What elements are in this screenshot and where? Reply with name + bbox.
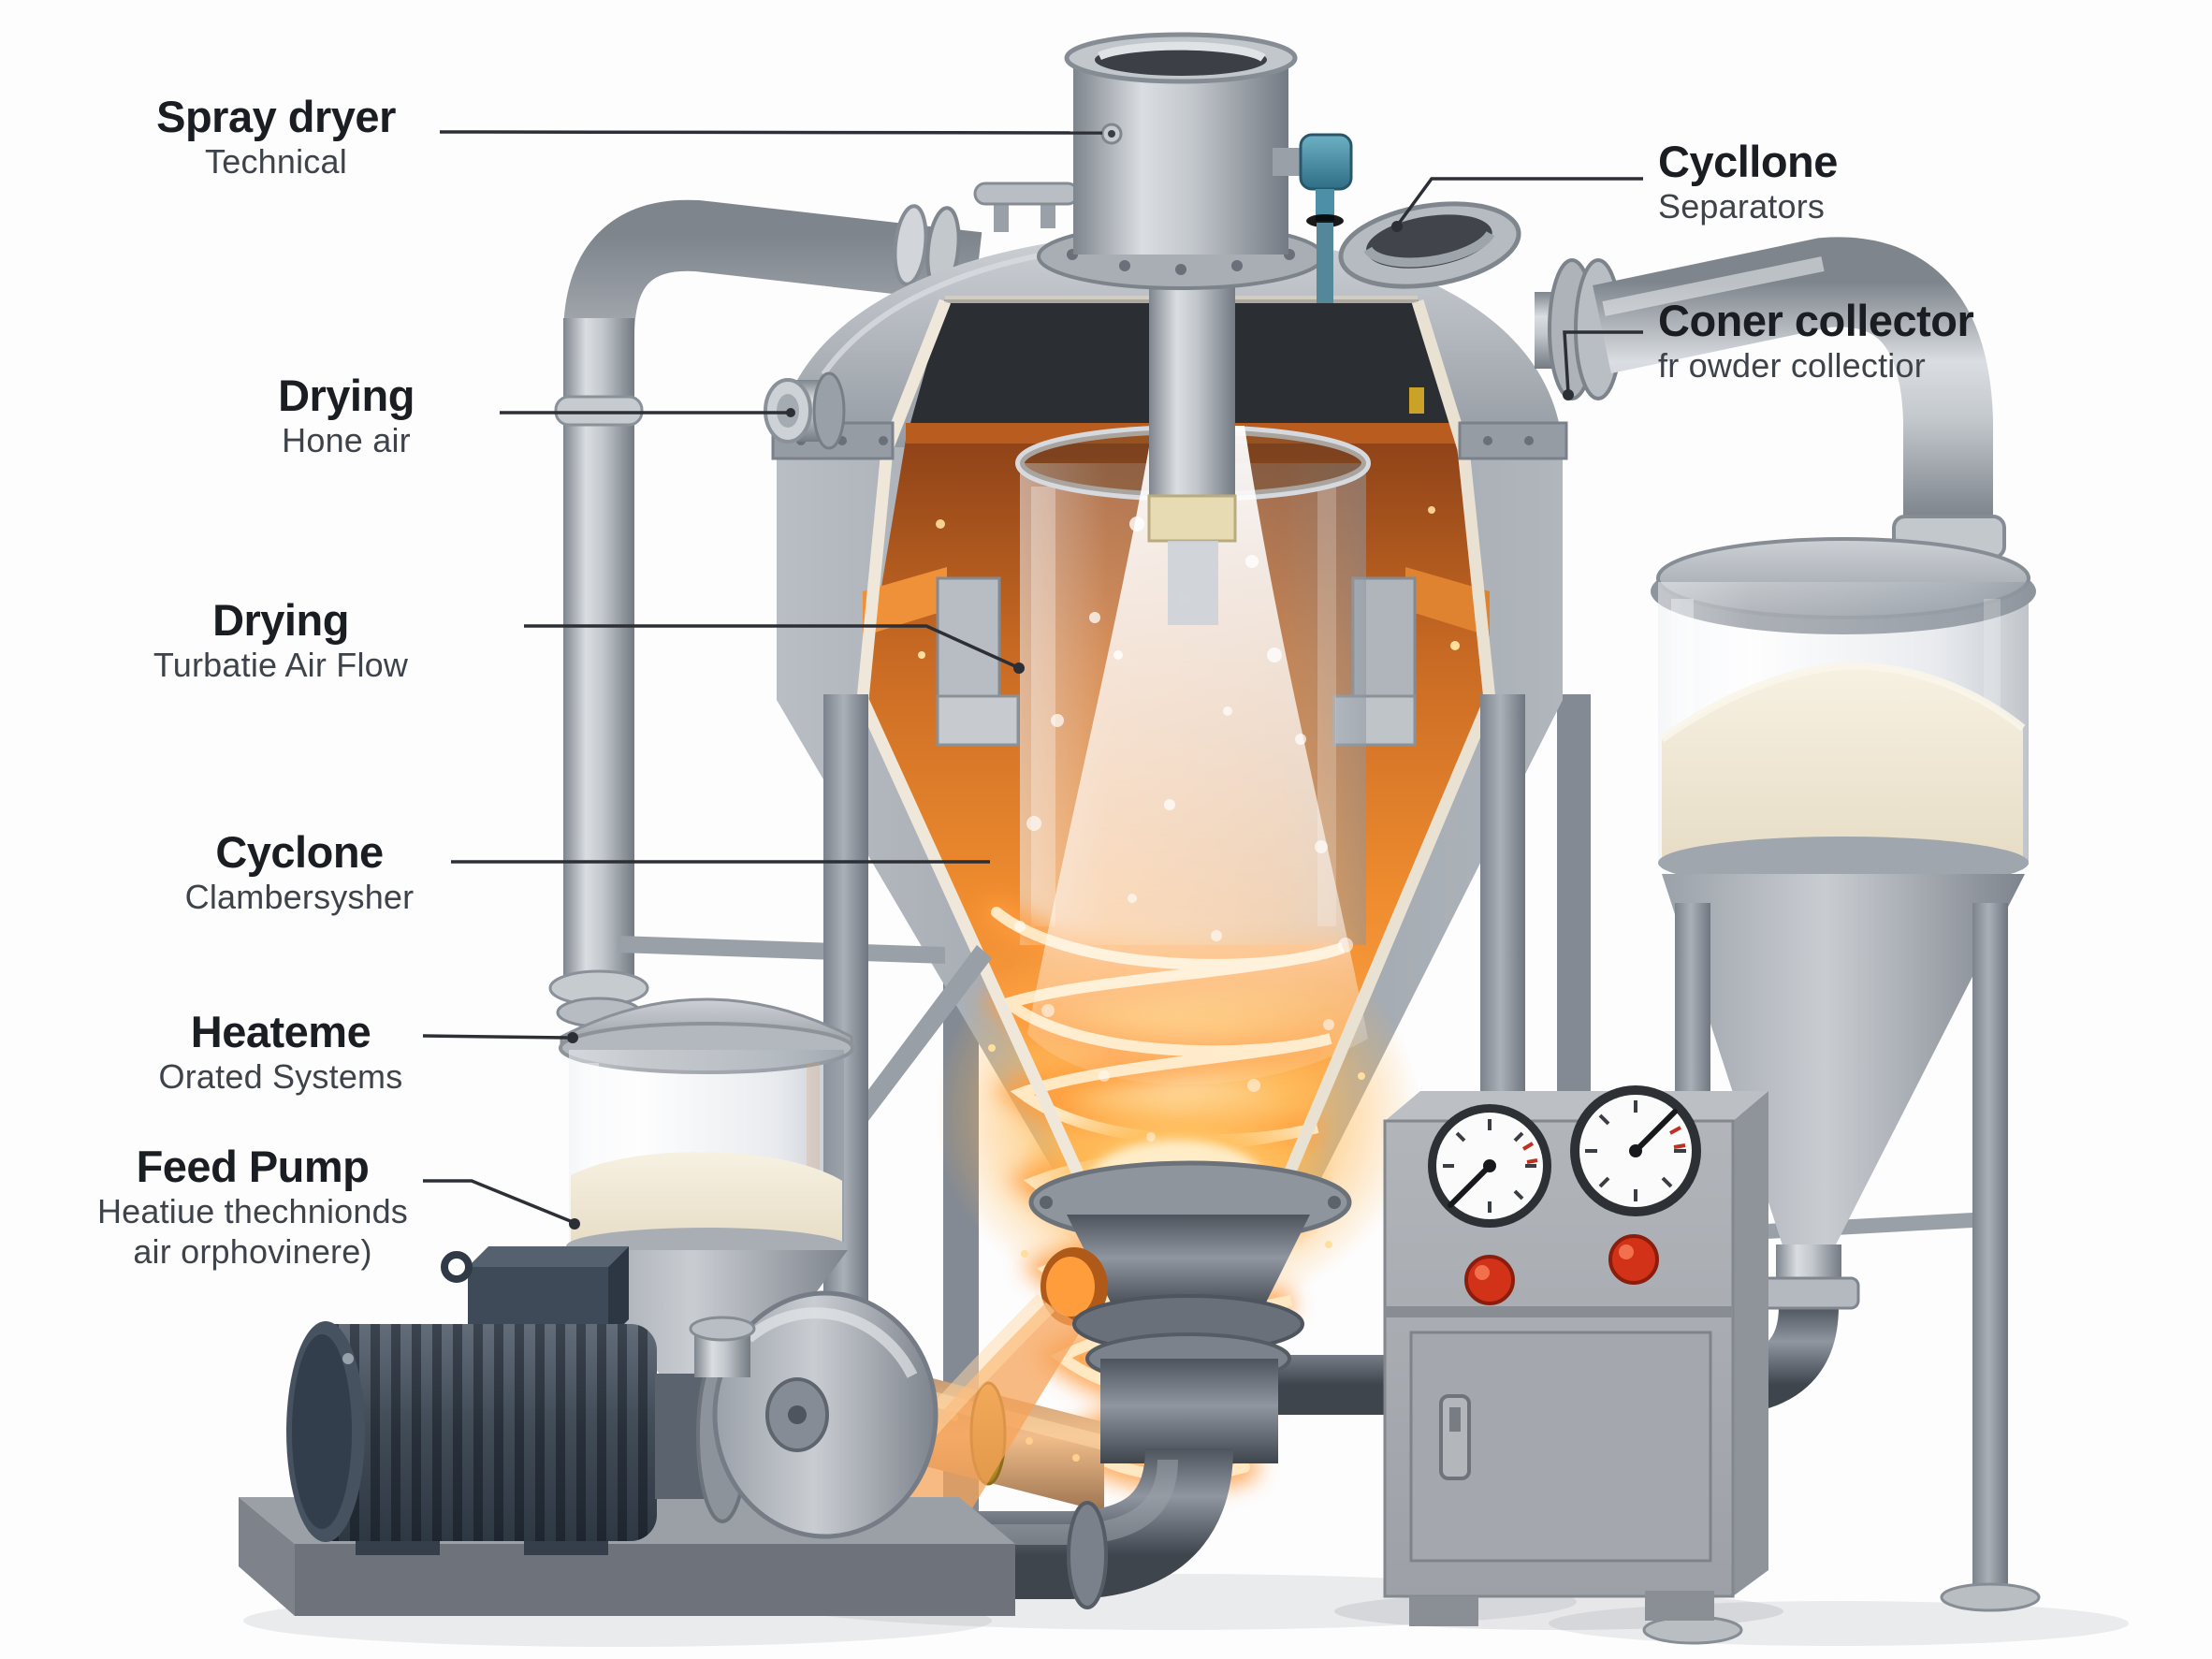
leader-dots — [567, 221, 1574, 1230]
pressure-gauge-right — [1570, 1085, 1701, 1216]
control-panel — [1383, 1085, 1768, 1626]
label-title: Coner collector — [1658, 296, 1974, 345]
label-subtitle: Technical — [205, 141, 347, 181]
feed-pump — [239, 1246, 1015, 1616]
label-subtitle: Orated Systems — [158, 1056, 403, 1096]
label-drying-flow: Drying Turbatie Air Flow — [103, 595, 458, 685]
indicator-light-right — [1608, 1234, 1659, 1285]
label-heater: Heateme Orated Systems — [103, 1007, 458, 1097]
dome-handle — [973, 182, 1080, 232]
label-subtitle-line2: air orphovinere) — [133, 1231, 372, 1271]
label-spray-dryer: Spray dryer Technical — [122, 92, 430, 182]
atomizer-shaft — [1149, 255, 1235, 535]
indicator-highlight — [1475, 1265, 1490, 1280]
label-title: Cyclone — [215, 827, 384, 877]
label-subtitle: fr owder collectior — [1658, 345, 1926, 385]
label-feed-pump: Feed Pump Heatiue thechnionds air orphov… — [75, 1142, 430, 1272]
label-title: Spray dryer — [156, 92, 396, 141]
pressure-gauge-left — [1428, 1104, 1551, 1228]
spray-plume — [1014, 426, 1368, 1361]
label-cyclone-separator: Cycllone Separators — [1658, 138, 2107, 226]
label-title: Drying — [212, 595, 349, 645]
label-subtitle: Heatiue thechnionds — [96, 1191, 409, 1230]
label-title: Feed Pump — [136, 1142, 370, 1191]
label-subtitle: Turbatie Air Flow — [153, 645, 409, 684]
label-drying-air: Drying Hone air — [192, 371, 501, 460]
indicator-light-left — [1464, 1255, 1515, 1305]
label-cyclone: Cyclone Clambersysher — [122, 827, 477, 917]
label-subtitle: Clambersysher — [184, 877, 415, 916]
dome-port — [1338, 201, 1521, 289]
leader-lines — [422, 130, 1643, 1224]
label-title: Cycllone — [1658, 137, 1838, 186]
inlet-valve — [1273, 133, 1353, 303]
fines-hopper — [559, 997, 854, 1486]
outlet-duct-right — [1535, 237, 2006, 560]
indicator-highlight — [1619, 1244, 1634, 1259]
exhaust-pipe-left — [548, 199, 982, 1028]
drying-air-port — [764, 371, 846, 450]
label-powder-collector: Coner collector fr owder collectior — [1658, 296, 2145, 386]
label-title: Heateme — [190, 1007, 371, 1056]
label-subtitle: Separators — [1658, 186, 1826, 226]
label-title: Drying — [278, 371, 415, 420]
label-subtitle: Hone air — [282, 420, 411, 459]
